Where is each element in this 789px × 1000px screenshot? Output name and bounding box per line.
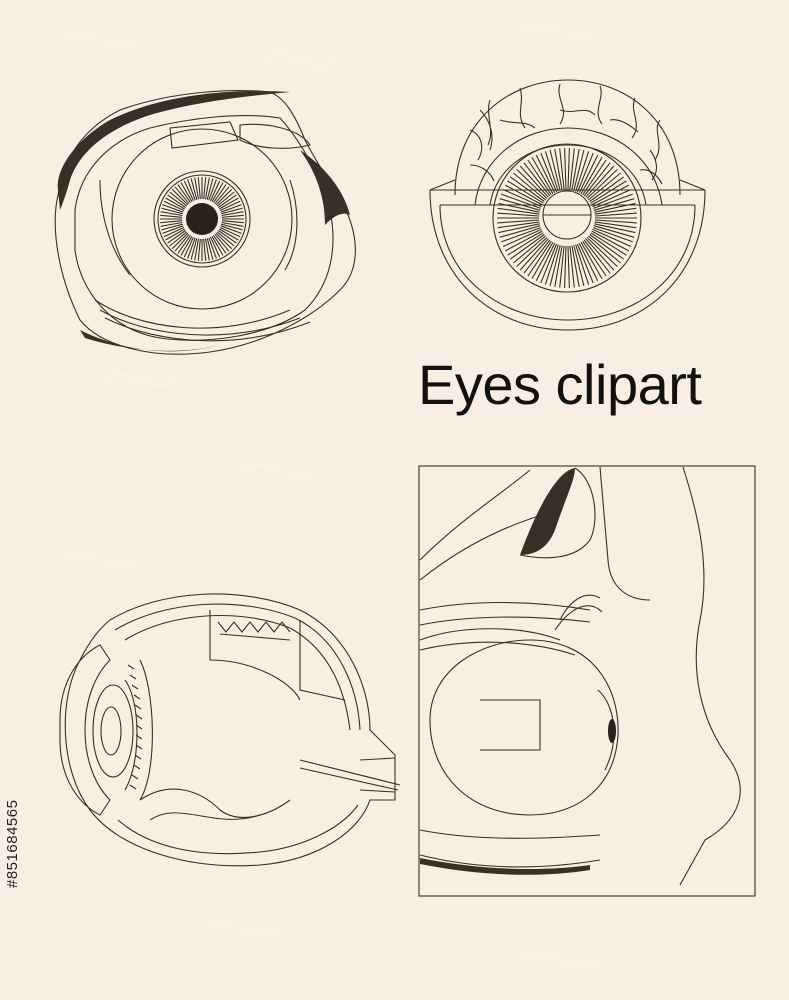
iris-rays: [497, 147, 637, 289]
eyeball-cross-section-cup-illustration: [429, 79, 706, 331]
page-title: Eyes clipart: [418, 353, 702, 416]
stock-id-label: #851684565: [4, 799, 21, 888]
eye-anatomy-cross-section-illustration: [59, 593, 401, 867]
iris-rays: [160, 177, 244, 261]
watermark-pattern: [59, 24, 601, 966]
eye-side-profile-in-socket-illustration: [418, 465, 756, 897]
eyeball-in-socket-illustration: [54, 90, 356, 355]
